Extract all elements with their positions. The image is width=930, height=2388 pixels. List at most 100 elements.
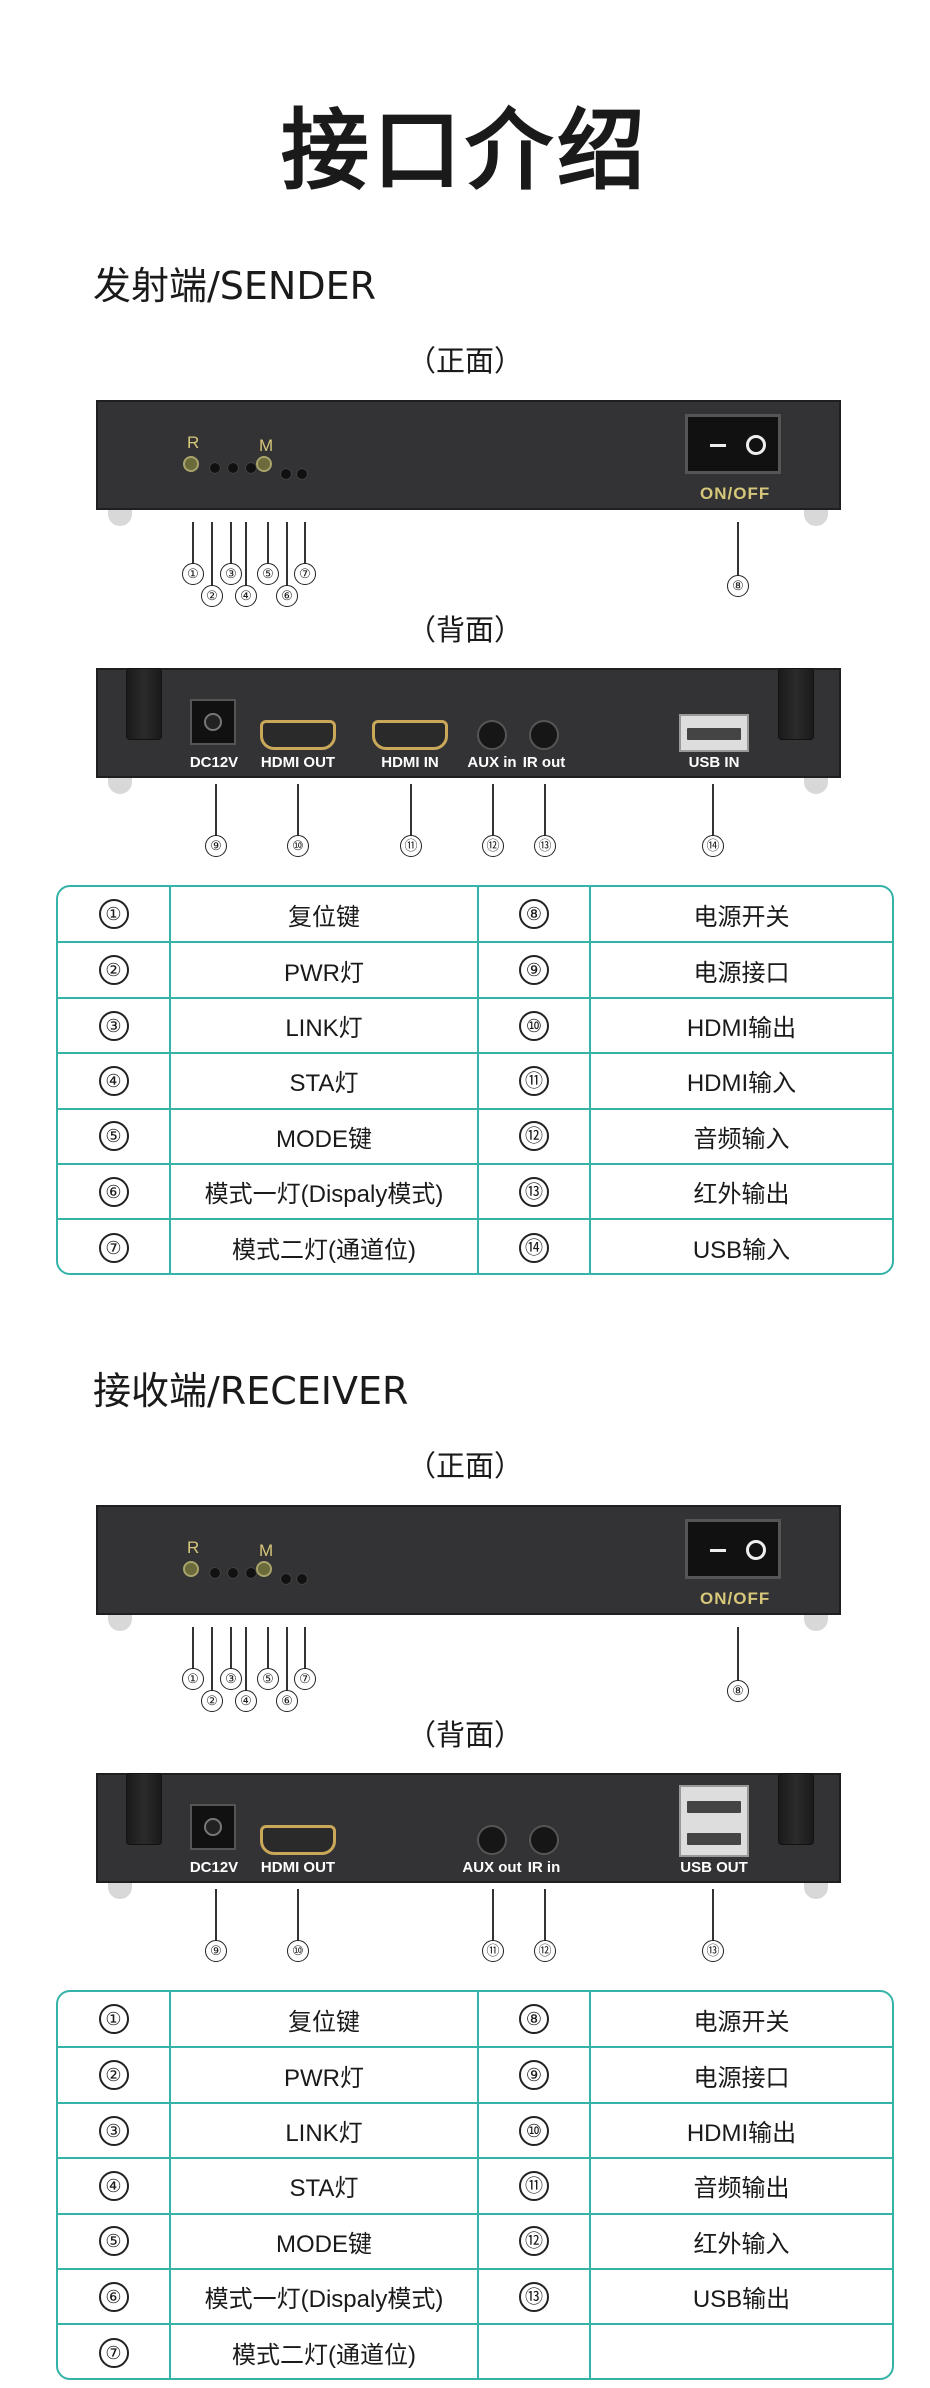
table-desc-cell: 音频输入 (589, 1107, 892, 1166)
callout-5: ⑤ (257, 563, 279, 585)
link-led (227, 462, 239, 474)
callout-2: ② (201, 585, 223, 607)
antenna (778, 1773, 814, 1845)
index-number: ⑭ (519, 1232, 549, 1263)
mode2-led (296, 1573, 308, 1585)
antenna (126, 668, 162, 740)
onoff-label: ON/OFF (700, 1589, 771, 1608)
table-desc-cell: 电源接口 (589, 941, 892, 999)
sender-front-panel: R M ON/OFF (96, 400, 841, 530)
table-desc-cell: STA灯 (169, 1052, 479, 1110)
callout-10: ⑩ (287, 835, 309, 857)
callout-11: ⑪ (400, 835, 422, 857)
sta-led (245, 462, 257, 474)
table-desc-cell: 音频输出 (589, 2157, 892, 2215)
callout-5: ⑤ (257, 1668, 279, 1690)
receiver-front-panel: R M ON/OFF (96, 1505, 841, 1635)
callout-9: ⑨ (205, 1940, 227, 1962)
table-desc-cell: 电源接口 (589, 2046, 892, 2104)
table-index-cell: ③ (58, 2101, 171, 2160)
table-index-cell: ⑧ (477, 887, 591, 944)
table-index-cell: ⑨ (477, 941, 591, 999)
table-index-cell: ① (58, 1992, 171, 2049)
table-desc-cell: 模式二灯(通道位) (169, 1218, 479, 1273)
table-desc-cell: 复位键 (169, 1992, 479, 2049)
table-desc-cell: 红外输入 (589, 2212, 892, 2271)
index-number: ⑫ (519, 2226, 549, 2257)
pwr-led (209, 1567, 221, 1579)
table-index-cell: ③ (58, 996, 171, 1055)
receiver-front-label: （正面） (406, 1449, 523, 1483)
table-desc-cell: HDMI输出 (589, 2101, 892, 2160)
index-number: ⑬ (519, 2281, 549, 2312)
table-index-cell: ④ (58, 2157, 171, 2215)
usb-label: USB IN (688, 754, 740, 771)
table-desc-cell: MODE键 (169, 2212, 479, 2271)
table-desc-cell: MODE键 (169, 1107, 479, 1166)
mode-button (256, 1561, 272, 1577)
index-number: ③ (98, 2115, 129, 2146)
mode2-led (296, 468, 308, 480)
callout-14: ⑭ (702, 835, 724, 857)
ir-label: IR out (522, 754, 566, 771)
dc-power-jack (190, 1804, 236, 1850)
callout-7: ⑦ (294, 1668, 316, 1690)
index-number: ⑦ (98, 1232, 129, 1263)
table-desc-cell: HDMI输入 (589, 1052, 892, 1110)
index-number: ② (98, 955, 129, 986)
usb-in-port (679, 714, 749, 752)
table-desc-cell: 电源开关 (589, 887, 892, 944)
index-number: ③ (98, 1010, 129, 1041)
foot (804, 510, 828, 526)
onoff-label: ON/OFF (700, 484, 771, 503)
mode-label: M (259, 436, 274, 455)
index-number: ⑥ (98, 1176, 129, 1207)
index-number: ⑩ (519, 2115, 549, 2146)
table-index-cell: ⑤ (58, 1107, 171, 1166)
table-desc-cell (589, 2323, 892, 2378)
index-number: ⑨ (519, 2060, 549, 2091)
pwr-led (209, 462, 221, 474)
usb-label: USB OUT (680, 1859, 748, 1876)
callout-2: ② (201, 1690, 223, 1712)
index-number: ⑧ (519, 899, 549, 930)
hdmi-out-label: HDMI OUT (260, 754, 336, 771)
hdmi-in-label: HDMI IN (381, 754, 439, 771)
table-index-cell: ⑨ (477, 2046, 591, 2104)
table-desc-cell: 模式一灯(Dispaly模式) (169, 2268, 479, 2326)
table-desc-cell: 复位键 (169, 887, 479, 944)
sender-front-label: （正面） (406, 344, 523, 378)
mode1-led (280, 468, 292, 480)
hdmi-in-port (372, 720, 448, 750)
table-index-cell: ⑫ (477, 1107, 591, 1166)
callout-12: ⑫ (534, 1940, 556, 1962)
table-index-cell: ⑬ (477, 2268, 591, 2326)
index-number: ⑨ (519, 955, 549, 986)
callout-4: ④ (235, 1690, 257, 1712)
table-desc-cell: HDMI输出 (589, 996, 892, 1055)
index-number: ⑫ (519, 1121, 549, 1152)
ir-label: IR in (527, 1859, 561, 1876)
callout-6: ⑥ (276, 585, 298, 607)
index-number: ⑪ (519, 2170, 549, 2201)
index-number: ① (98, 2004, 129, 2035)
table-index-cell: ⑧ (477, 1992, 591, 2049)
foot (108, 510, 132, 526)
table-desc-cell: USB输入 (589, 1218, 892, 1273)
callout-13: ⑬ (534, 835, 556, 857)
table-index-cell: ① (58, 887, 171, 944)
table-index-cell: ⑪ (477, 2157, 591, 2215)
table-desc-cell: PWR灯 (169, 2046, 479, 2104)
dc-label: DC12V (189, 1859, 239, 1876)
table-index-cell: ⑦ (58, 1218, 171, 1273)
aux-out-port (477, 1825, 507, 1855)
